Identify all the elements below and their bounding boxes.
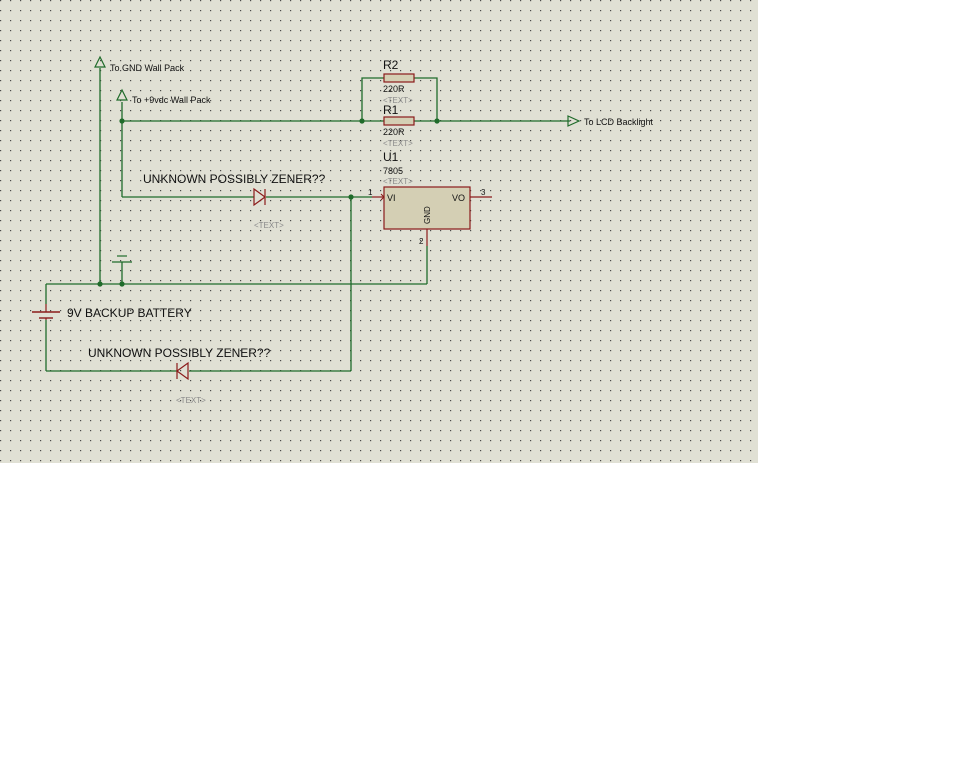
resistor-r1[interactable]: R1 220R <TEXT> [383, 103, 415, 148]
diode-text-placeholder: <TEXT> [254, 221, 284, 230]
junction-dot [119, 118, 125, 124]
junction-dot [119, 281, 125, 287]
pin-gnd-label: GND [423, 206, 432, 224]
vdc-wall-pack-terminal[interactable]: To +9vdc Wall Pack [116, 88, 211, 105]
pin-vi-label: VI [387, 193, 396, 203]
diode-text-placeholder: <TEXT> [176, 396, 206, 405]
terminal-label: To LCD Backlight [584, 117, 654, 127]
diode-label: UNKNOWN POSSIBLY ZENER?? [143, 172, 326, 186]
terminal-label: To +9vdc Wall Pack [132, 95, 211, 105]
diode-symbol-icon [175, 361, 189, 381]
ground-symbol[interactable] [112, 255, 132, 263]
pin-vo-label: VO [452, 193, 465, 203]
regulator-u1[interactable]: U1 7805 <TEXT> VI VO GND 1 3 2 [368, 150, 492, 246]
resistor-body [383, 73, 415, 83]
resistor-body [383, 116, 415, 126]
junction-dot [348, 194, 354, 200]
junctions [97, 118, 440, 287]
lcd-backlight-terminal[interactable]: To LCD Backlight [567, 115, 654, 127]
resistor-text-placeholder: <TEXT> [383, 139, 413, 148]
pin-3-number: 3 [481, 188, 486, 197]
resistor-ref: R2 [383, 58, 399, 72]
terminal-arrow-icon [94, 55, 106, 68]
pin-2-number: 2 [419, 237, 424, 246]
terminal-arrow-icon [567, 115, 581, 127]
battery-label: 9V BACKUP BATTERY [67, 306, 192, 320]
terminal-arrow-icon [116, 88, 128, 101]
gnd-wall-pack-terminal[interactable]: To GND Wall Pack [94, 55, 185, 73]
diode-top[interactable]: UNKNOWN POSSIBLY ZENER?? <TEXT> [143, 172, 326, 230]
junction-dot [359, 118, 365, 124]
pin-1-number: 1 [368, 188, 373, 197]
resistor-text-placeholder: <TEXT> [383, 96, 413, 105]
regulator-ref: U1 [383, 150, 399, 164]
resistor-ref: R1 [383, 103, 399, 117]
regulator-body [383, 186, 471, 230]
diode-symbol-icon [253, 187, 267, 207]
regulator-value: 7805 [383, 166, 403, 176]
pin-1-arrow-icon [380, 193, 385, 201]
resistor-r2[interactable]: R2 220R <TEXT> [383, 58, 415, 105]
resistor-value: 220R [383, 84, 405, 94]
schematic-canvas[interactable]: To GND Wall Pack To +9vdc Wall Pack To L… [0, 0, 760, 463]
wires [45, 68, 570, 372]
regulator-text-placeholder: <TEXT> [383, 177, 413, 186]
schematic-sheet [0, 0, 758, 463]
diode-label: UNKNOWN POSSIBLY ZENER?? [88, 346, 271, 360]
wire [361, 77, 384, 121]
junction-dot [434, 118, 440, 124]
resistor-value: 220R [383, 127, 405, 137]
junction-dot [97, 281, 103, 287]
diode-bottom[interactable]: UNKNOWN POSSIBLY ZENER?? <TEXT> [88, 346, 271, 405]
battery-9v[interactable]: 9V BACKUP BATTERY [32, 304, 192, 320]
terminal-label: To GND Wall Pack [110, 63, 185, 73]
wire [414, 77, 438, 121]
